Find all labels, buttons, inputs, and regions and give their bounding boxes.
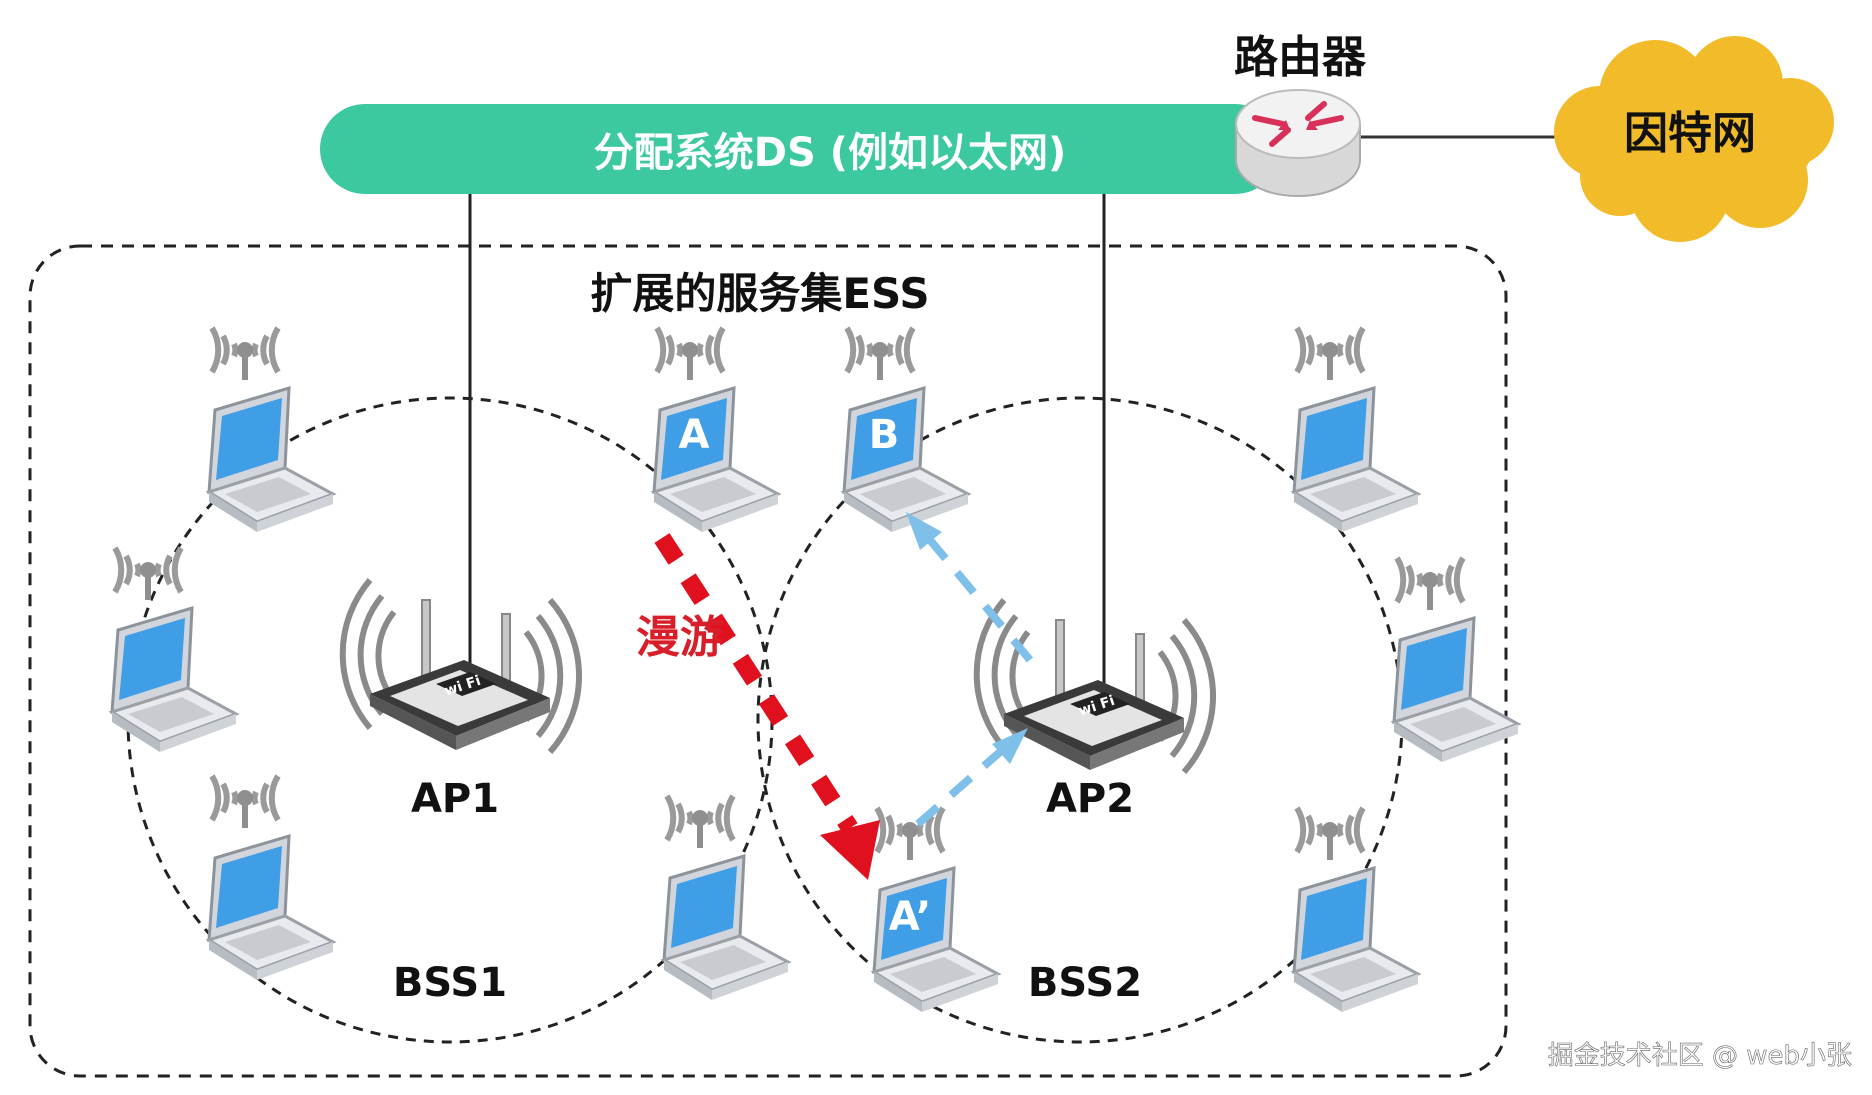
laptop-icon xyxy=(1294,808,1418,1012)
ess-boundary xyxy=(28,244,1508,1078)
laptop-icon xyxy=(1394,558,1518,762)
relay-arrowhead-ap2 xyxy=(992,728,1028,764)
router-icon xyxy=(1235,89,1361,197)
bss2-label: BSS2 xyxy=(1028,960,1142,1006)
ap2-label: AP2 xyxy=(1046,776,1134,822)
laptop-a-icon xyxy=(654,328,778,532)
station-b-label: B xyxy=(869,412,900,458)
router-label: 路由器 xyxy=(1234,32,1367,83)
watermark: 掘金技术社区 @ web小张 xyxy=(1548,1041,1852,1071)
ap1-router-icon xyxy=(343,580,579,752)
internet-label: 因特网 xyxy=(1624,108,1756,159)
laptop-icon xyxy=(209,328,333,532)
roaming-label: 漫游 xyxy=(636,612,724,663)
roaming-arrowhead xyxy=(820,820,880,880)
distribution-system-bar xyxy=(320,104,1280,194)
laptop-icon xyxy=(664,796,788,1000)
ds-label: 分配系统DS (例如以太网) xyxy=(594,130,1067,176)
relay-arrowhead-b xyxy=(906,512,942,550)
ap1-label: AP1 xyxy=(411,776,499,822)
laptop-icon xyxy=(1294,328,1418,532)
roaming-arrow xyxy=(654,533,858,833)
ess-label: 扩展的服务集ESS xyxy=(590,269,929,318)
internet-cloud xyxy=(1554,36,1834,242)
station-a-prime-label: A’ xyxy=(889,894,931,940)
laptop-icon xyxy=(209,776,333,980)
laptop-b-icon xyxy=(844,328,968,532)
station-a-label: A xyxy=(679,412,710,458)
laptop-icon xyxy=(112,548,236,752)
relay-arrow-to-ap2 xyxy=(915,748,1003,828)
bss1-label: BSS1 xyxy=(393,960,507,1006)
